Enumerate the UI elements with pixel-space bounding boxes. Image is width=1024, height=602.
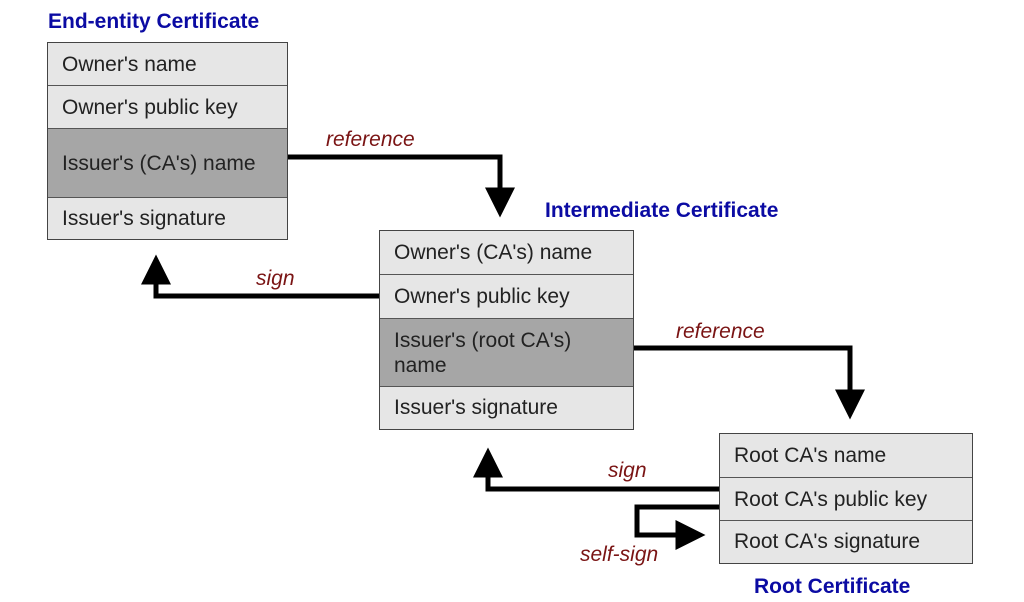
field-label: Owner's public key — [394, 285, 570, 308]
owner-public-key-field: Owner's public key — [48, 86, 287, 129]
root-ca-signature-field: Root CA's signature — [720, 521, 972, 562]
sign-arrow-2 — [473, 447, 720, 492]
owner-name-field: Owner's (CA's) name — [380, 231, 633, 275]
field-label: Root CA's public key — [734, 487, 928, 511]
reference-label-2: reference — [676, 320, 765, 343]
field-label: Issuer's (CA's) name — [62, 151, 256, 175]
intermediate-certificate: Owner's (CA's) name Owner's public key I… — [379, 230, 634, 430]
field-label: Issuer's signature — [62, 206, 226, 230]
field-label: Owner's name — [62, 52, 197, 76]
root-certificate: Root CA's name Root CA's public key Root… — [719, 433, 973, 564]
owner-name-field: Owner's name — [48, 43, 287, 86]
reference-label-1: reference — [326, 128, 415, 151]
root-ca-name-field: Root CA's name — [720, 434, 972, 478]
end-entity-certificate: Owner's name Owner's public key Issuer's… — [47, 42, 288, 240]
issuer-name-field: Issuer's (root CA's) name — [380, 319, 633, 387]
sign-label-2: sign — [608, 459, 647, 482]
field-label: Issuer's signature — [394, 396, 558, 419]
root-title: Root Certificate — [754, 575, 911, 598]
field-label: Issuer's (root CA's) name — [394, 328, 572, 377]
issuer-signature-field: Issuer's signature — [48, 198, 287, 238]
reference-arrow-2 — [634, 345, 865, 420]
sign-arrow-1 — [141, 254, 380, 299]
issuer-name-field: Issuer's (CA's) name — [48, 129, 287, 198]
issuer-signature-field: Issuer's signature — [380, 387, 633, 428]
intermediate-title: Intermediate Certificate — [545, 199, 779, 222]
self-sign-label: self-sign — [580, 543, 659, 566]
self-sign-arrow — [634, 504, 720, 550]
owner-public-key-field: Owner's public key — [380, 275, 633, 319]
field-label: Owner's public key — [62, 95, 238, 119]
field-label: Root CA's name — [734, 444, 887, 467]
end-entity-title: End-entity Certificate — [48, 10, 260, 33]
root-ca-public-key-field: Root CA's public key — [720, 478, 972, 521]
field-label: Root CA's signature — [734, 530, 921, 553]
reference-arrow-1 — [288, 154, 515, 218]
field-label: Owner's (CA's) name — [394, 241, 593, 264]
sign-label-1: sign — [256, 267, 295, 290]
